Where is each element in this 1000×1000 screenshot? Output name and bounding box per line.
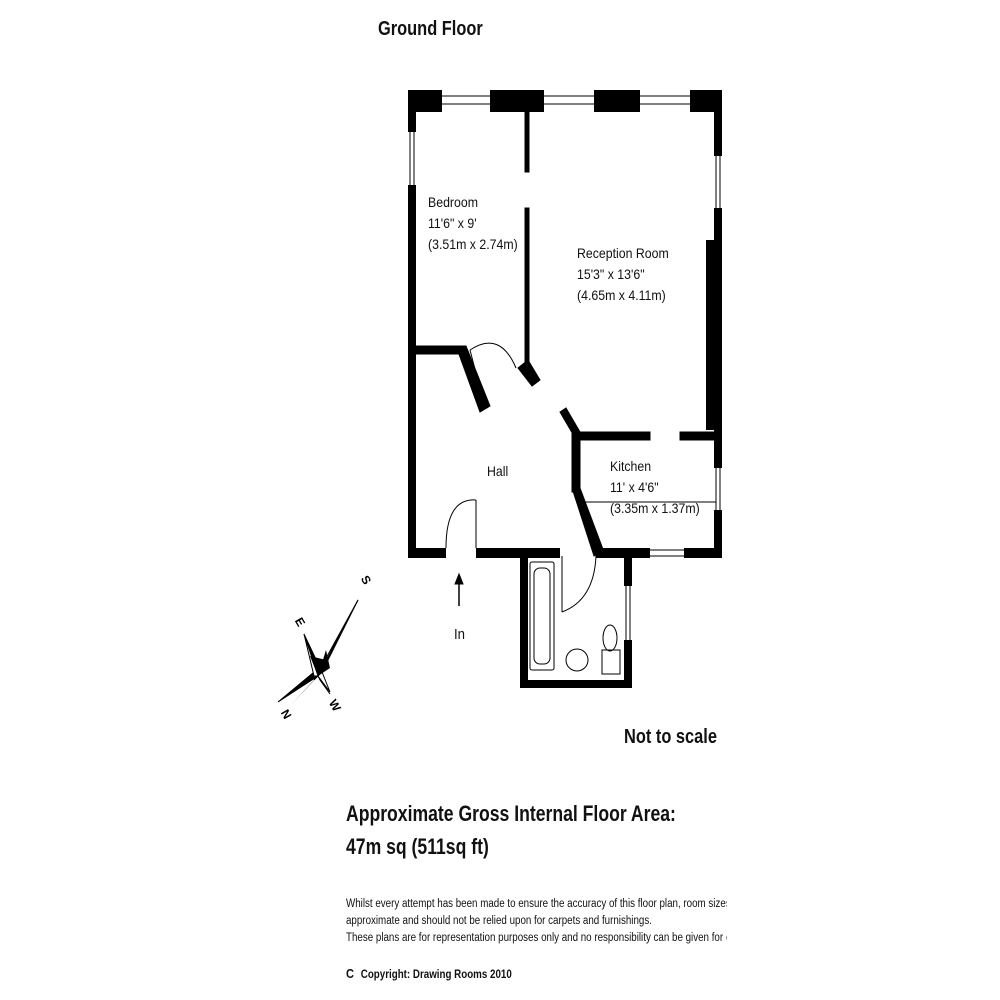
sink bbox=[565, 648, 589, 672]
copyright-symbol: C bbox=[346, 966, 354, 981]
compass-label-n: N bbox=[278, 707, 294, 722]
copyright: C Copyright: Drawing Rooms 2010 bbox=[346, 966, 512, 981]
kitchen-metric: (3.35m x 1.37m) bbox=[610, 500, 700, 516]
room-label-reception: Reception Room 15'3" x 13'6" (4.65m x 4.… bbox=[577, 243, 669, 306]
bathtub bbox=[529, 561, 555, 671]
copyright-text: Copyright: Drawing Rooms 2010 bbox=[360, 969, 512, 981]
compass-needle-north bbox=[290, 676, 318, 706]
bedroom-name: Bedroom bbox=[428, 194, 478, 210]
disclaimer-line-3: These plans are for representation purpo… bbox=[346, 932, 727, 944]
compass-rose: S E W N bbox=[277, 573, 374, 722]
room-label-kitchen: Kitchen 11' x 4'6" (3.35m x 1.37m) bbox=[610, 456, 700, 519]
floor-area-label: Approximate Gross Internal Floor Area: bbox=[346, 801, 676, 826]
floor-title: Ground Floor bbox=[378, 18, 483, 40]
room-label-bedroom: Bedroom 11'6" x 9' (3.51m x 2.74m) bbox=[428, 192, 518, 255]
disclaimer: Whilst every attempt has been made to en… bbox=[346, 896, 727, 947]
compass-label-s: S bbox=[358, 573, 374, 587]
hall-name: Hall bbox=[487, 463, 509, 479]
bathroom-fixtures bbox=[529, 561, 621, 675]
room-label-hall: Hall bbox=[487, 461, 508, 482]
outer-walls bbox=[408, 90, 722, 688]
compass-label-w: W bbox=[326, 697, 344, 714]
door-swings bbox=[445, 342, 597, 613]
compass-label-e: E bbox=[292, 615, 308, 629]
entrance-label: In bbox=[454, 626, 466, 643]
reception-name: Reception Room bbox=[577, 245, 669, 261]
toilet-cistern bbox=[601, 649, 621, 675]
bedroom-metric: (3.51m x 2.74m) bbox=[428, 236, 518, 252]
kitchen-imperial: 11' x 4'6" bbox=[610, 479, 659, 495]
scale-note: Not to scale bbox=[624, 726, 717, 748]
floor-area: Approximate Gross Internal Floor Area: 4… bbox=[346, 797, 676, 863]
reception-metric: (4.65m x 4.11m) bbox=[577, 287, 666, 303]
window-lines bbox=[409, 95, 721, 640]
entrance-arrow bbox=[454, 572, 464, 606]
floor-area-value: 47m sq (511sq ft) bbox=[346, 834, 489, 859]
toilet-bowl bbox=[602, 624, 618, 652]
disclaimer-line-2: approximate and should not be relied upo… bbox=[346, 915, 652, 927]
disclaimer-line-1: Whilst every attempt has been made to en… bbox=[346, 898, 727, 910]
bedroom-imperial: 11'6" x 9' bbox=[428, 215, 477, 231]
kitchen-name: Kitchen bbox=[610, 458, 652, 474]
reception-imperial: 15'3" x 13'6" bbox=[577, 266, 645, 282]
